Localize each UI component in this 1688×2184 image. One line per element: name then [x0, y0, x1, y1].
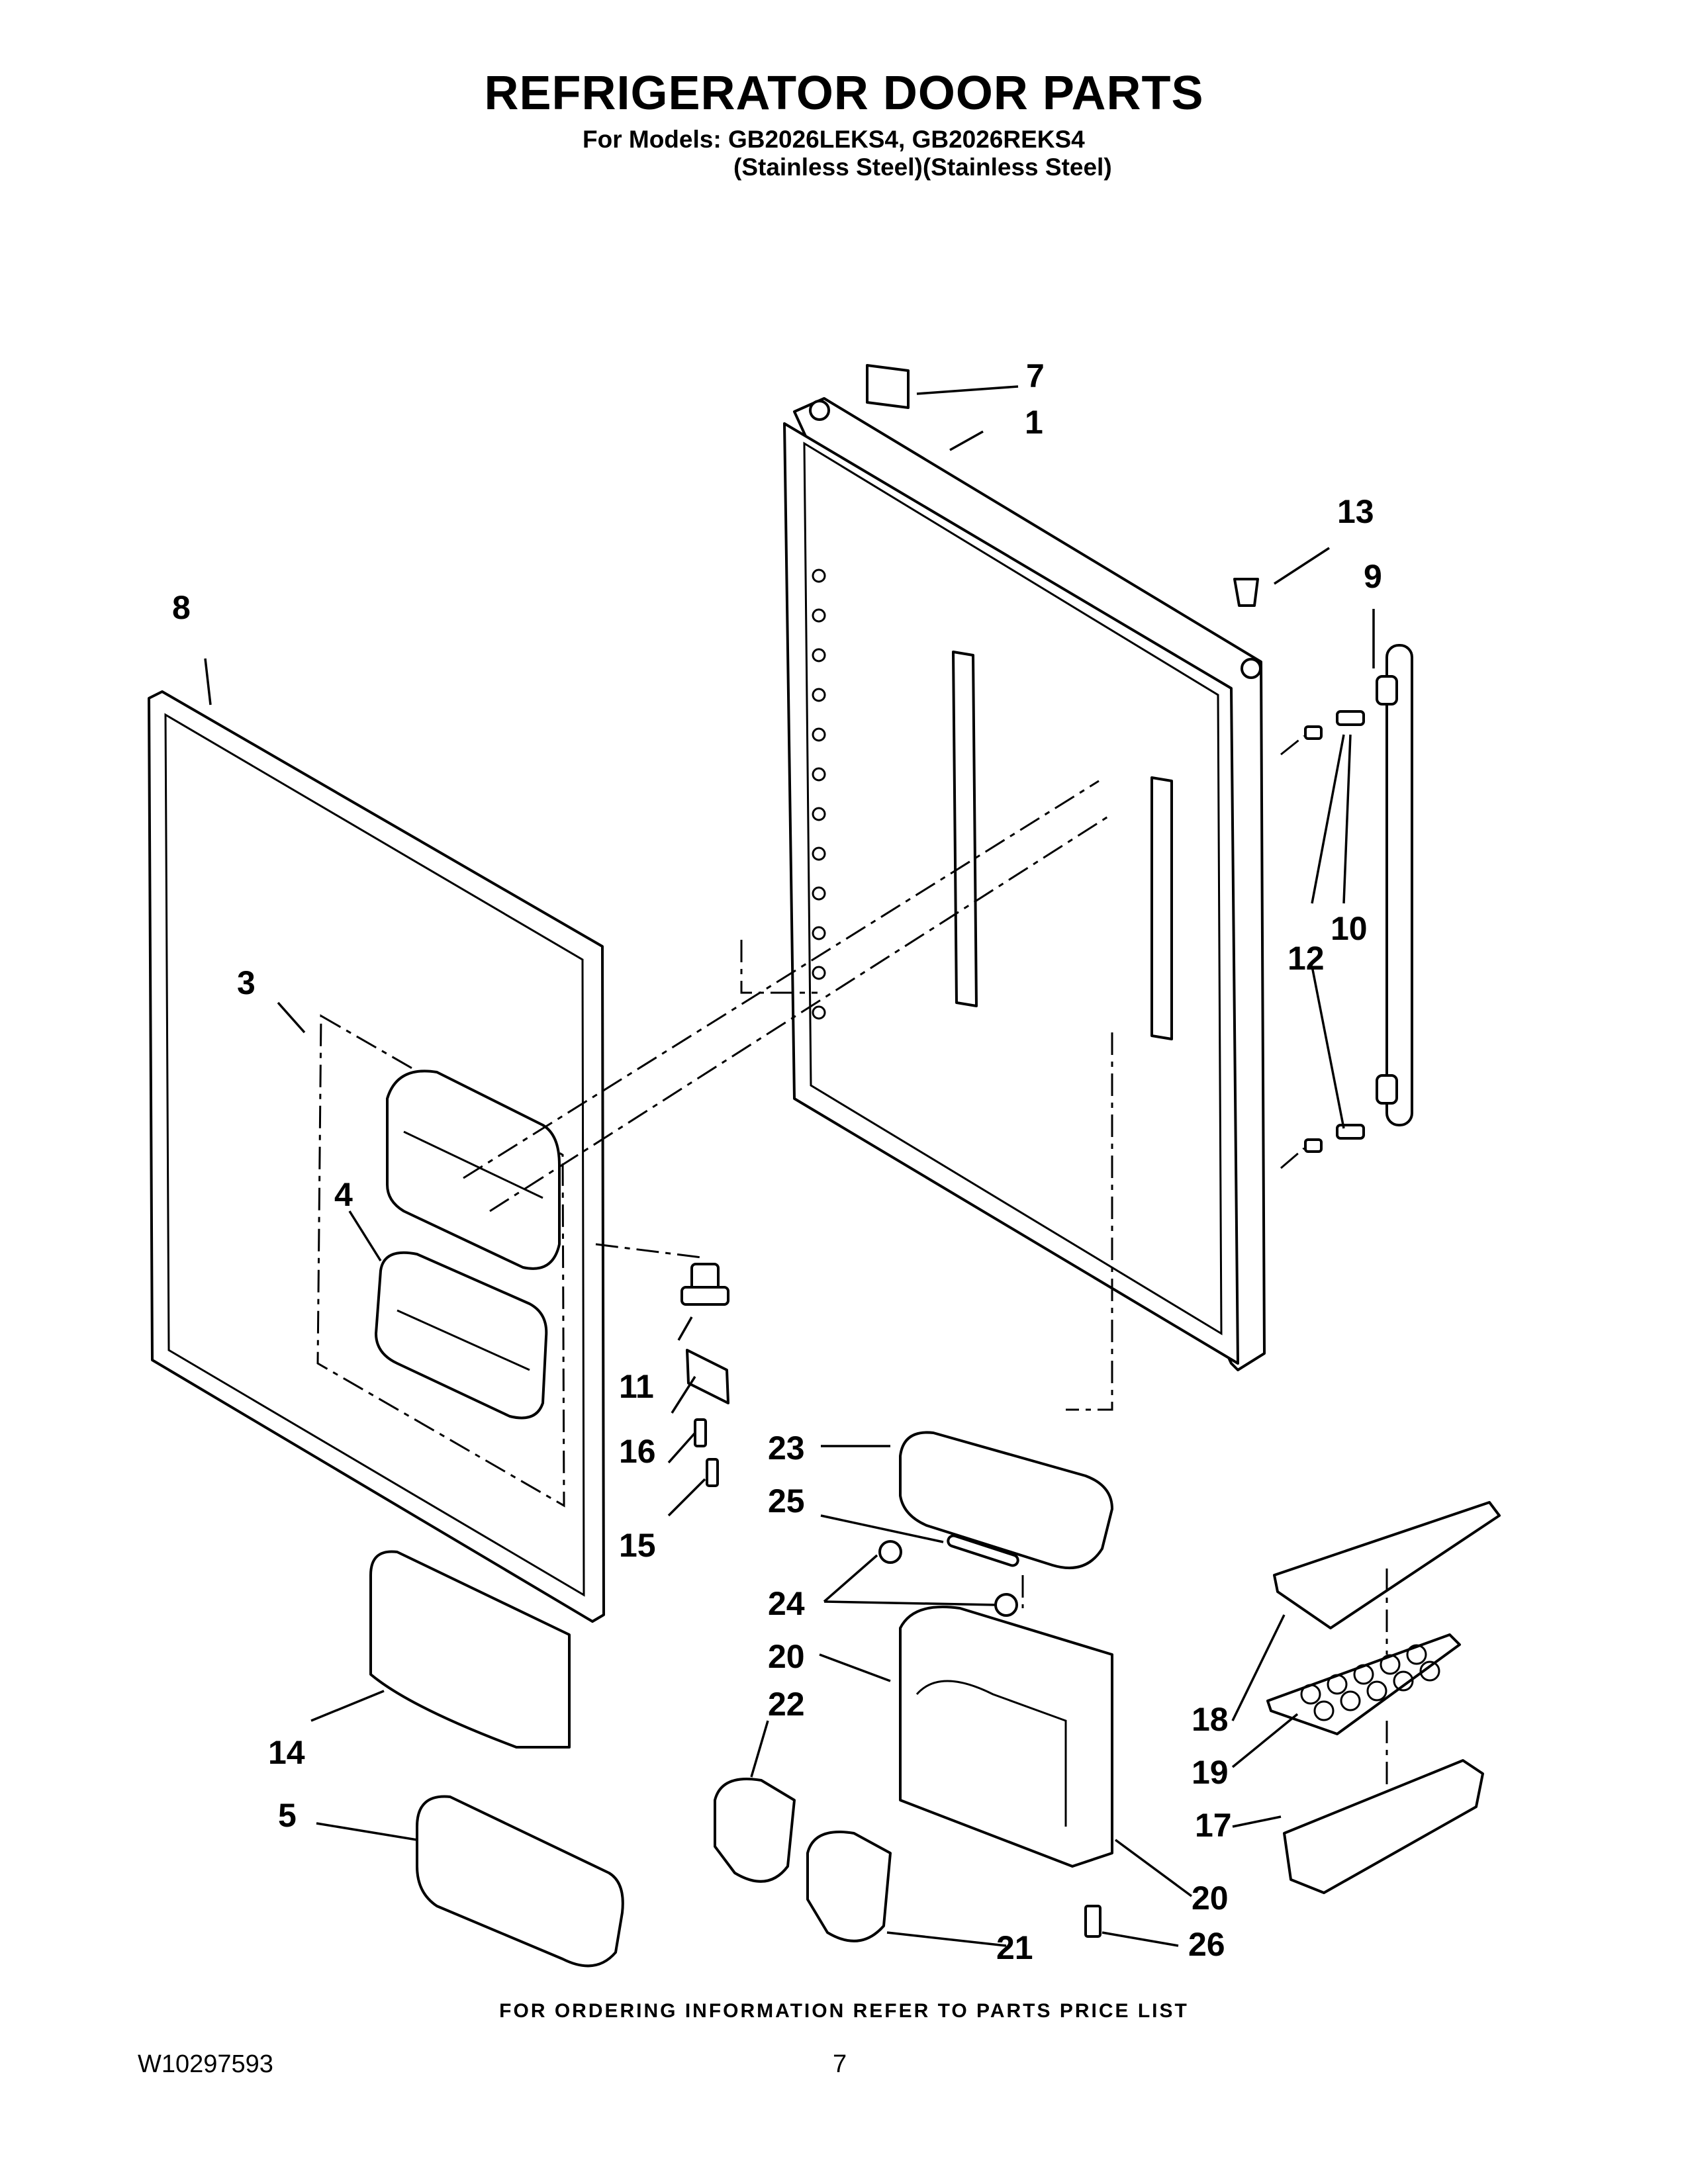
part-18-egg-tray-lid	[1273, 1501, 1501, 1629]
part-17-butter-bin	[1283, 1759, 1484, 1894]
models-line: For Models: GB2026LEKS4, GB2026REKS4	[583, 126, 1085, 153]
callout-18: 18	[1192, 1701, 1229, 1738]
part-16-hinge-plate	[686, 1349, 729, 1404]
callout-25: 25	[768, 1482, 805, 1520]
callout-20-lower: 20	[1192, 1880, 1229, 1917]
callout-19: 19	[1192, 1754, 1229, 1791]
callout-26: 26	[1188, 1926, 1225, 1963]
callout-17: 17	[1195, 1807, 1232, 1844]
part-19-egg-tray	[1266, 1633, 1461, 1735]
callout-13: 13	[1337, 493, 1374, 530]
callout-15: 15	[619, 1527, 656, 1564]
callout-22: 22	[768, 1686, 805, 1723]
part-4-dairy-bin	[375, 1251, 548, 1420]
callout-10: 10	[1331, 910, 1368, 947]
page-title: REFRIGERATOR DOOR PARTS	[484, 67, 1204, 120]
part-20-dispenser-housing	[899, 1606, 1113, 1868]
callout-7: 7	[1026, 357, 1045, 394]
callout-4: 4	[334, 1176, 353, 1213]
callout-1: 1	[1025, 404, 1043, 441]
shelf-tabs	[812, 569, 826, 1020]
part-3-dairy-door	[386, 1069, 561, 1270]
part-11-hinge	[680, 1263, 729, 1306]
part-24-clips	[878, 1540, 1018, 1617]
part-21-right-cover	[806, 1831, 892, 1942]
callout-3: 3	[237, 964, 256, 1001]
leader-lines	[204, 385, 1375, 1947]
part-23-door-bin	[899, 1431, 1113, 1570]
part-14-door-bin	[369, 1550, 571, 1749]
part-26-clip	[1084, 1905, 1102, 1938]
callout-20-upper: 20	[768, 1638, 805, 1675]
part-7-label	[866, 364, 910, 409]
callout-5: 5	[278, 1797, 297, 1834]
callout-12: 12	[1288, 940, 1325, 977]
callout-24: 24	[768, 1585, 805, 1622]
part-15-screws	[694, 1418, 719, 1487]
callout-14: 14	[268, 1734, 305, 1771]
document-number: W10297593	[138, 2050, 273, 2078]
callout-16: 16	[619, 1433, 656, 1470]
ordering-note: FOR ORDERING INFORMATION REFER TO PARTS …	[499, 2000, 1189, 2022]
assembly-lines	[463, 780, 1388, 1787]
part-13-plug	[1233, 578, 1259, 607]
part-1-door-frame	[783, 397, 1266, 1371]
variant-line: (Stainless Steel)(Stainless Steel)	[733, 154, 1112, 181]
callout-23: 23	[768, 1430, 805, 1467]
part-25-rod	[947, 1534, 1019, 1567]
callout-8: 8	[172, 589, 191, 626]
page-number: 7	[833, 2050, 847, 2078]
callout-9: 9	[1364, 558, 1382, 595]
part-9-handle	[1376, 644, 1413, 1126]
part-22-left-cover	[714, 1778, 796, 1883]
part-5-small-bin	[416, 1795, 624, 1968]
callout-21: 21	[996, 1929, 1033, 1966]
callout-11: 11	[619, 1368, 654, 1405]
